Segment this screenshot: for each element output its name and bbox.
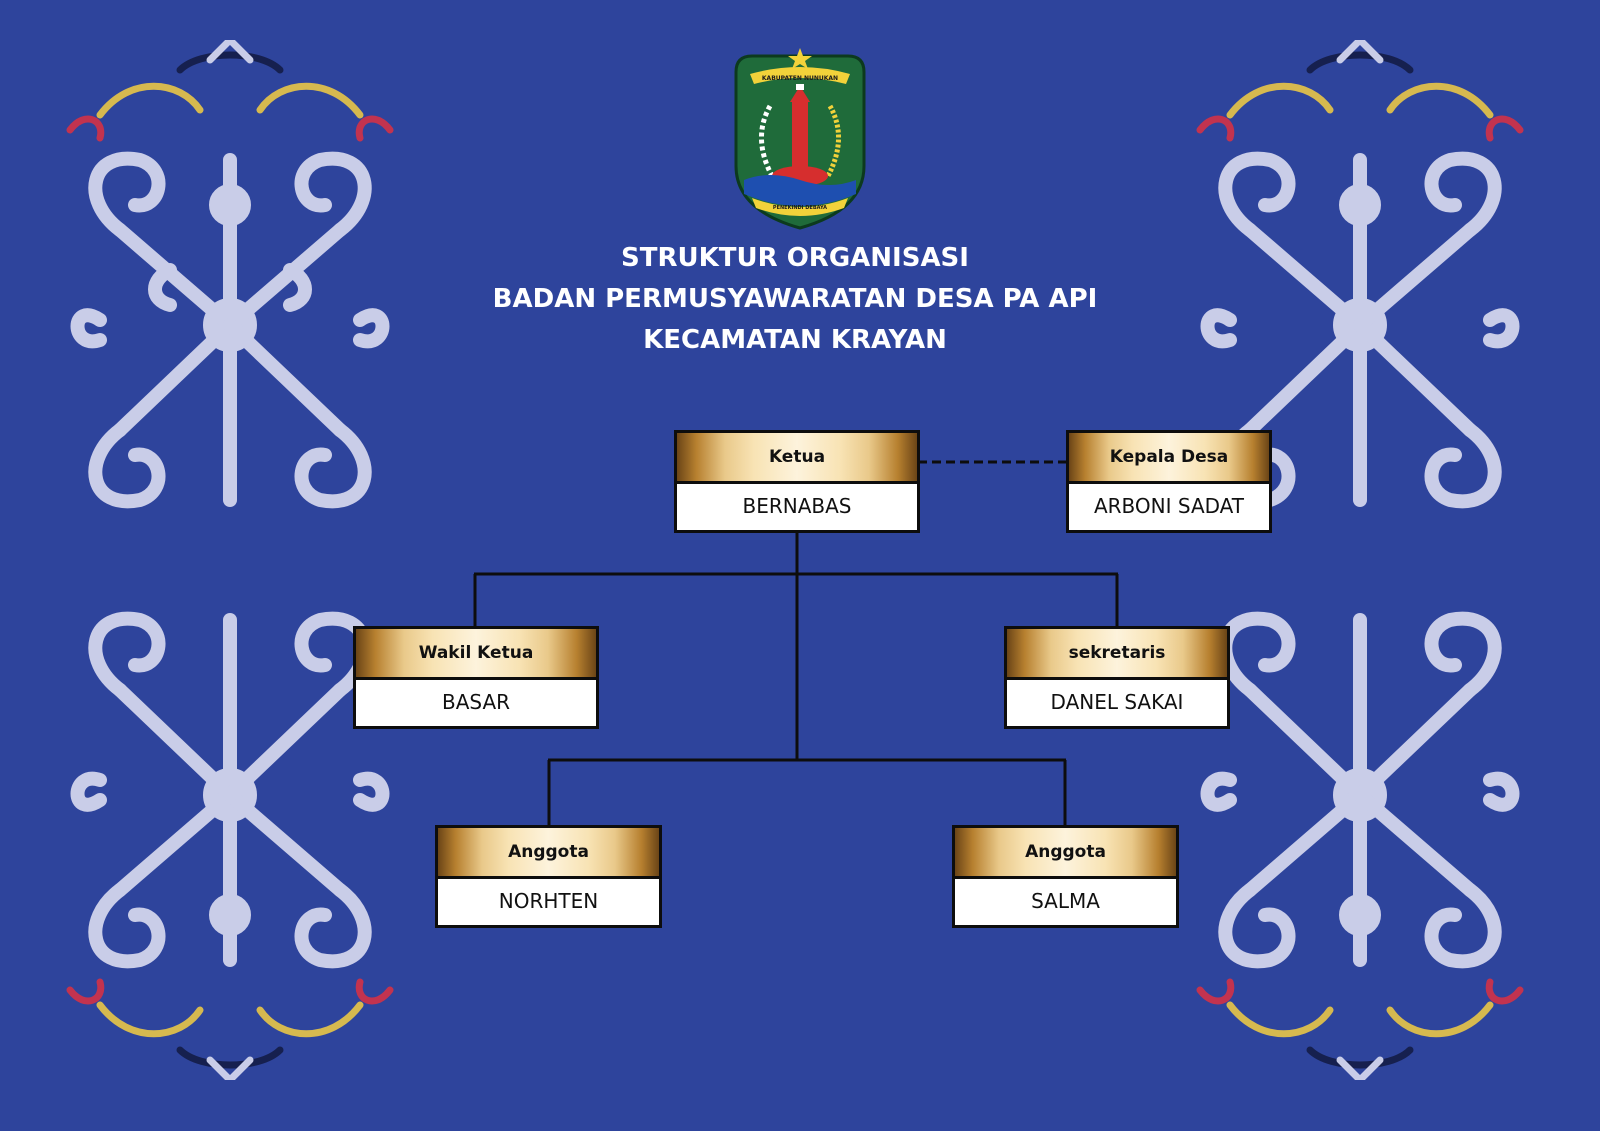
title-line-1: STRUKTUR ORGANISASI <box>621 243 969 273</box>
org-box-anggota-2: Anggota SALMA <box>952 825 1179 928</box>
ornament-bottom-left <box>66 611 394 1080</box>
role-label: Anggota <box>438 828 659 879</box>
role-label: Wakil Ketua <box>356 629 596 680</box>
chart-title: STRUKTUR ORGANISASI BADAN PERMUSYAWARATA… <box>395 238 1195 361</box>
role-label: Ketua <box>677 433 917 484</box>
org-box-kepala-desa: Kepala Desa ARBONI SADAT <box>1066 430 1272 533</box>
role-label: Anggota <box>955 828 1176 879</box>
emblem-bottom-text: PENEKINDI DEBAYA <box>773 205 827 211</box>
org-box-ketua: Ketua BERNABAS <box>674 430 920 533</box>
regency-emblem-logo: KABUPATEN NUNUKAN PENEKINDI DEBAYA <box>734 48 866 230</box>
ornament-top-right <box>1196 40 1524 509</box>
person-name: NORHTEN <box>438 879 659 923</box>
ornament-top-left <box>66 40 394 509</box>
org-box-sekretaris: sekretaris DANEL SAKAI <box>1004 626 1230 729</box>
person-name: ARBONI SADAT <box>1069 484 1269 528</box>
title-line-3: KECAMATAN KRAYAN <box>643 325 947 355</box>
person-name: BASAR <box>356 680 596 724</box>
ornament-bottom-right <box>1196 611 1524 1080</box>
role-label: sekretaris <box>1007 629 1227 680</box>
title-line-2: BADAN PERMUSYAWARATAN DESA PA API <box>492 284 1098 314</box>
emblem-top-text: KABUPATEN NUNUKAN <box>762 75 838 82</box>
person-name: SALMA <box>955 879 1176 923</box>
org-box-anggota-1: Anggota NORHTEN <box>435 825 662 928</box>
person-name: DANEL SAKAI <box>1007 680 1227 724</box>
role-label: Kepala Desa <box>1069 433 1269 484</box>
person-name: BERNABAS <box>677 484 917 528</box>
org-box-wakil-ketua: Wakil Ketua BASAR <box>353 626 599 729</box>
